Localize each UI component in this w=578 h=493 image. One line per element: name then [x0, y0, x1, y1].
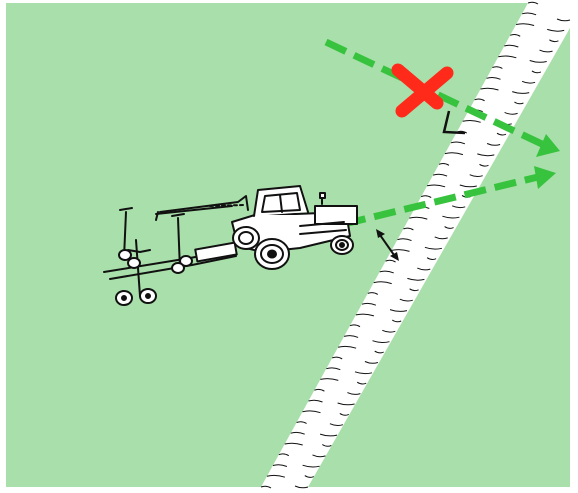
diagram-canvas	[0, 0, 578, 493]
diagram	[0, 0, 578, 493]
